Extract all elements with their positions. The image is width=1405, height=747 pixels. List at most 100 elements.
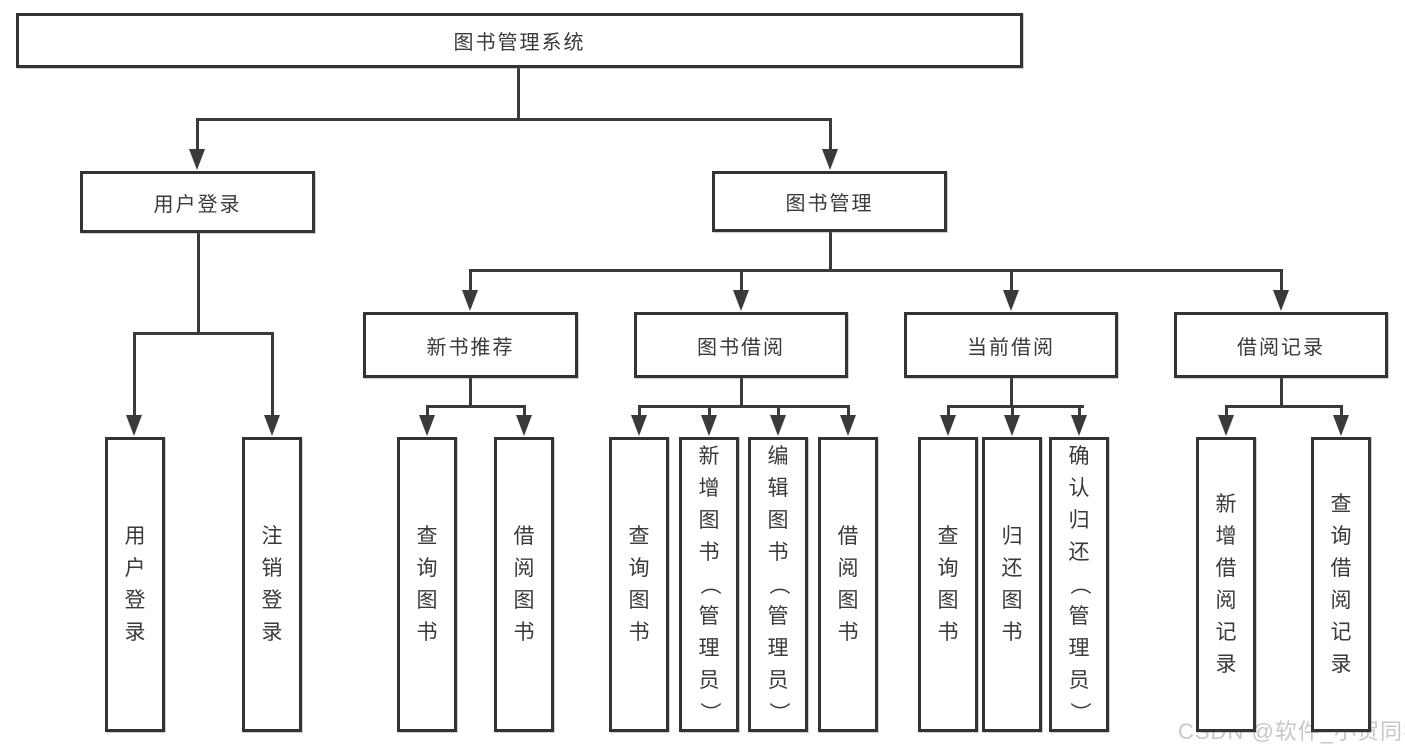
node-label-glyph: 图	[937, 589, 959, 612]
node-label-glyph: 书	[513, 621, 535, 644]
arrowhead-down-icon	[1333, 415, 1349, 436]
node-label-glyph: 确	[1068, 445, 1090, 468]
node-leaf-query-book-2: 查询图书	[609, 437, 669, 732]
node-label-glyph: 理	[1068, 637, 1090, 660]
node-label-glyph: 还	[1001, 557, 1023, 580]
node-label-glyph: 记	[1330, 621, 1352, 644]
arrowhead-down-icon	[516, 415, 532, 436]
node-label-glyph: 新	[698, 445, 720, 468]
node-leaf-query-book-3: 查询图书	[918, 437, 978, 732]
node-label-glyph: 归	[1001, 525, 1023, 548]
node-label-glyph: 书	[767, 541, 789, 564]
node-label-glyph: 图	[513, 589, 535, 612]
node-leaf-query-borrow-record: 查询借阅记录	[1311, 437, 1371, 732]
node-label-glyph: 书	[937, 621, 959, 644]
node-label-glyph: 增	[1215, 525, 1237, 548]
node-leaf-add-borrow-record: 新增借阅记录	[1196, 437, 1256, 732]
node-label-glyph: 书	[416, 621, 438, 644]
connector-line	[739, 269, 743, 291]
node-leaf-user-login: 用户登录	[105, 437, 165, 732]
node-label-glyph: 询	[628, 557, 650, 580]
node-label-glyph: 阅	[513, 557, 535, 580]
arrowhead-down-icon	[264, 415, 280, 436]
connector-line	[516, 68, 520, 120]
node-book-borrow: 图书借阅	[634, 312, 848, 378]
node-label-glyph: （	[766, 574, 790, 595]
connector-line	[425, 405, 526, 408]
node-label-glyph: 管	[698, 605, 720, 628]
node-label-glyph: 理	[767, 637, 789, 660]
connector-line	[1339, 405, 1343, 417]
node-label-glyph: 录	[261, 621, 283, 644]
node-leaf-return-book: 归还图书	[982, 437, 1042, 732]
arrowhead-down-icon	[822, 149, 838, 170]
node-label-glyph: 用	[124, 525, 146, 548]
connector-line	[1279, 378, 1283, 408]
connector-line	[425, 405, 429, 417]
node-label-glyph: 管	[1068, 605, 1090, 628]
node-label-glyph: 销	[261, 557, 283, 580]
node-label-glyph: 阅	[1330, 589, 1352, 612]
node-label-glyph: 借	[513, 525, 535, 548]
node-borrow-records: 借阅记录	[1174, 312, 1388, 378]
node-label-glyph: 借	[1330, 557, 1352, 580]
arrowhead-down-icon	[1218, 415, 1234, 436]
arrowhead-down-icon	[631, 415, 647, 436]
node-label-glyph: 登	[124, 589, 146, 612]
node-label-glyph: 图	[767, 509, 789, 532]
arrowhead-down-icon	[419, 415, 435, 436]
node-label-glyph: 员	[1068, 669, 1090, 692]
node-leaf-confirm-return: 确认归还（管理员）	[1049, 437, 1109, 732]
connector-line	[468, 269, 472, 291]
arrowhead-down-icon	[1071, 415, 1087, 436]
connector-line	[195, 118, 199, 150]
node-label-glyph: （	[697, 574, 721, 595]
node-label-glyph: 理	[698, 637, 720, 660]
node-label-glyph: 阅	[1215, 589, 1237, 612]
node-label-glyph: 书	[628, 621, 650, 644]
connector-line	[1224, 405, 1228, 417]
arrowhead-down-icon	[770, 415, 786, 436]
node-root: 图书管理系统	[16, 13, 1023, 68]
node-label-glyph: 辑	[767, 477, 789, 500]
connector-line	[132, 332, 274, 335]
connector-line	[946, 405, 1084, 408]
connector-line	[1279, 269, 1283, 291]
node-label-glyph: 图	[698, 509, 720, 532]
connector-line	[1224, 405, 1343, 408]
connector-line	[1009, 378, 1013, 408]
connector-line	[1010, 405, 1014, 417]
node-label-glyph: 记	[1215, 621, 1237, 644]
node-label-glyph: 询	[1330, 525, 1352, 548]
arrowhead-down-icon	[462, 290, 478, 311]
node-label-glyph: 查	[628, 525, 650, 548]
node-current-borrow: 当前借阅	[904, 312, 1118, 378]
node-label-glyph: 还	[1068, 541, 1090, 564]
node-label-glyph: 查	[416, 525, 438, 548]
connector-line	[707, 405, 711, 417]
node-label-glyph: ）	[766, 702, 790, 723]
connector-line	[1009, 269, 1013, 291]
arrowhead-down-icon	[1003, 290, 1019, 311]
node-label-glyph: 增	[698, 477, 720, 500]
node-leaf-query-book-1: 查询图书	[397, 437, 457, 732]
node-label-glyph: 图	[837, 589, 859, 612]
node-label-glyph: 注	[261, 525, 283, 548]
arrowhead-down-icon	[701, 415, 717, 436]
arrowhead-down-icon	[1004, 415, 1020, 436]
node-label-glyph: 借	[1215, 557, 1237, 580]
node-label-glyph: 图	[1001, 589, 1023, 612]
node-label-glyph: 录	[1330, 653, 1352, 676]
arrowhead-down-icon	[940, 415, 956, 436]
connector-line	[846, 405, 850, 417]
connector-line	[776, 405, 780, 417]
node-label-glyph: 管	[767, 605, 789, 628]
connector-line	[1077, 405, 1081, 417]
connector-line	[946, 405, 950, 417]
node-leaf-edit-book: 编辑图书（管理员）	[748, 437, 808, 732]
node-leaf-borrow-book-2: 借阅图书	[818, 437, 878, 732]
arrowhead-down-icon	[126, 415, 142, 436]
node-label-glyph: 员	[698, 669, 720, 692]
node-label-glyph: 询	[416, 557, 438, 580]
